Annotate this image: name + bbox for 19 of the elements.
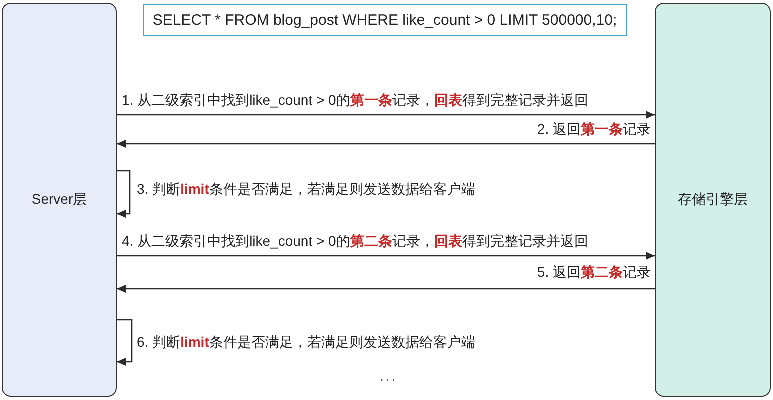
query-text: SELECT * FROM blog_post WHERE like_count > 0 LIMIT 500000,10;: [152, 12, 618, 28]
edge-label: 2. 返回第一条记录: [536, 120, 652, 138]
edge-label: 6. 判断limit条件是否满足，若满足则发送数据给客户端: [136, 333, 476, 351]
arrow: [117, 319, 133, 366]
arrow: [117, 111, 655, 119]
arrow: [117, 140, 655, 148]
sql-query-box: [143, 4, 627, 36]
edge-label: 5. 返回第二条记录: [536, 263, 652, 281]
edge-label: 1. 从二级索引中找到like_count > 0的第一条记录，回表得到完整记录并返回: [121, 91, 590, 109]
edge-label: 3. 判断limit条件是否满足，若满足则发送数据给客户端: [136, 180, 476, 198]
layer-title: Server层: [32, 191, 88, 209]
layer-box: [655, 3, 771, 397]
ellipsis-label: ...: [380, 368, 398, 384]
arrow: [117, 170, 131, 218]
arrow: [117, 285, 655, 293]
layer-box: [2, 3, 117, 397]
layer-title: 存储引擎层: [678, 191, 748, 209]
arrow: [117, 252, 655, 260]
edge-label: 4. 从二级索引中找到like_count > 0的第二条记录，回表得到完整记录并返回: [121, 232, 590, 250]
